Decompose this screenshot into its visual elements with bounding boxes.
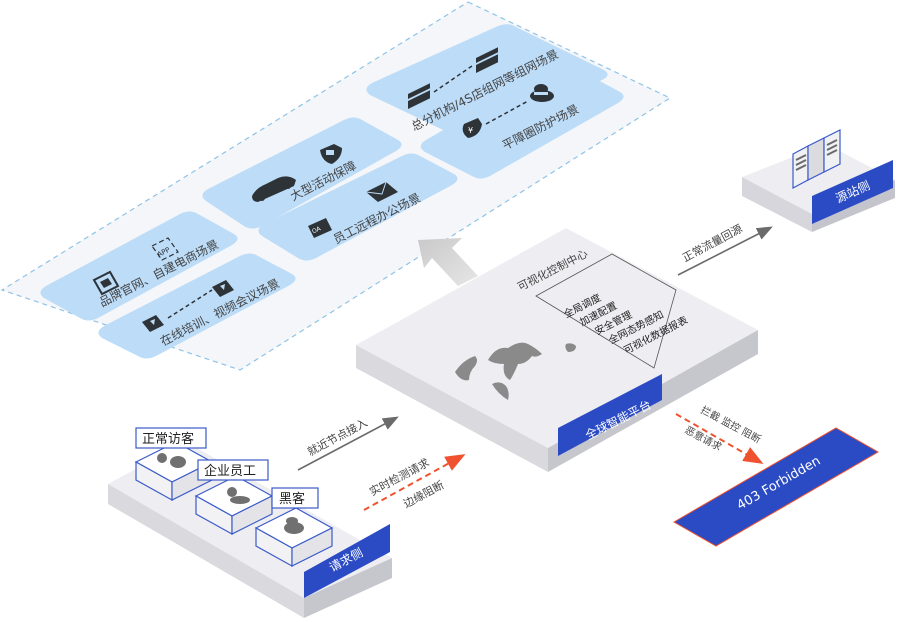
user-label: 正常访客 <box>142 431 194 447</box>
user-employee[interactable]: 企业员工 <box>194 459 274 536</box>
user-label: 企业员工 <box>204 463 256 479</box>
world-map-icon <box>455 342 576 400</box>
video-icon <box>142 315 164 332</box>
video-icon <box>212 280 234 297</box>
user-hacker[interactable]: 黑客 <box>254 487 334 568</box>
svg-text:边缘阻断: 边缘阻断 <box>401 478 446 511</box>
flow-access: 就近节点接入 <box>297 415 399 471</box>
oa-icon: OA <box>308 218 332 238</box>
employee-icon <box>227 487 250 504</box>
platform-feature-box <box>535 253 677 369</box>
scenario-card-anti-fraud[interactable]: ¥ 平障圈防护场景 <box>420 63 624 179</box>
shield-icon <box>320 144 342 164</box>
store-icon <box>476 47 498 73</box>
user-label: 黑客 <box>279 491 305 507</box>
flow-block: 拦截 监控 阻断 恶意请求 <box>675 403 764 464</box>
hacker-icon <box>530 84 554 102</box>
flow-detect: 实时检测请求 边缘阻断 <box>363 454 466 511</box>
mail-icon <box>365 181 398 202</box>
car-icon <box>252 176 296 202</box>
svg-text:¥: ¥ <box>468 126 473 135</box>
monitor-icon <box>92 270 120 296</box>
store-icon <box>408 83 430 109</box>
uplink-arrow <box>418 238 478 286</box>
yen-shield-icon: ¥ <box>462 118 482 138</box>
svg-text:OA: OA <box>311 225 323 235</box>
hacker-icon <box>284 517 304 534</box>
flow-to-origin: 正常流量回源 <box>677 221 773 276</box>
svg-text:恶意请求: 恶意请求 <box>683 423 724 453</box>
server-icon <box>792 129 841 189</box>
visitor-icon <box>157 453 186 468</box>
